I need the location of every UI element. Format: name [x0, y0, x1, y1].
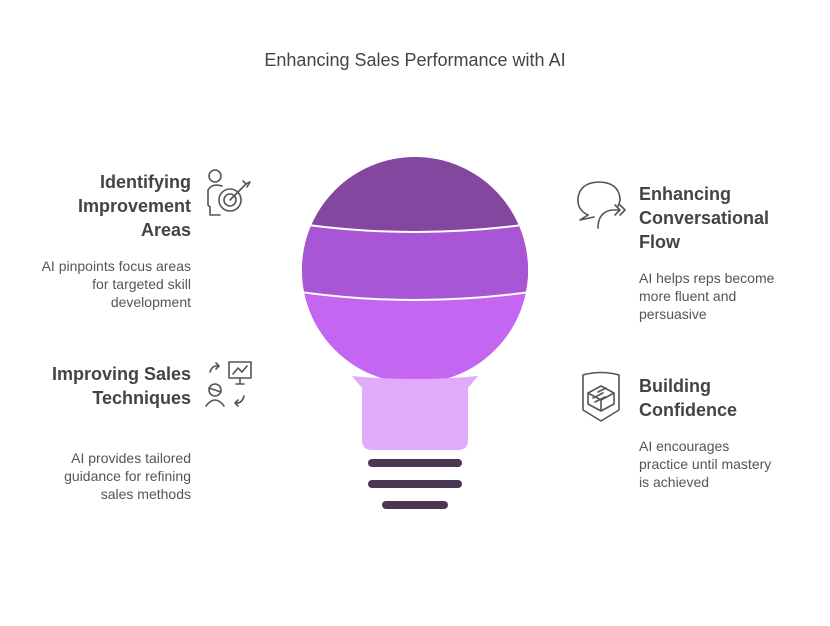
speech-bubble-arrow-icon	[577, 181, 626, 229]
desc-identifying-improvement-areas: AI pinpoints focus areas for targeted sk…	[41, 258, 191, 310]
bulb-base	[352, 376, 478, 450]
heading-identifying-improvement-areas: Identifying Improvement Areas	[77, 172, 191, 240]
diagram-title: Enhancing Sales Performance with AI	[264, 50, 566, 70]
heading-building-confidence: Building Confidence	[639, 376, 738, 420]
heading-improving-sales-techniques: Improving Sales Techniques	[51, 364, 191, 408]
desc-building-confidence: AI encourages practice until mastery is …	[639, 438, 772, 490]
desc-improving-sales-techniques: AI provides tailored guidance for refini…	[64, 450, 191, 502]
heading-enhancing-conversational-flow: Enhancing Conversational Flow	[639, 184, 770, 252]
person-presentation-icon	[205, 361, 252, 407]
desc-enhancing-conversational-flow: AI helps reps become more fluent and per…	[639, 270, 775, 322]
shield-box-icon	[582, 371, 620, 422]
person-target-icon	[207, 169, 251, 216]
